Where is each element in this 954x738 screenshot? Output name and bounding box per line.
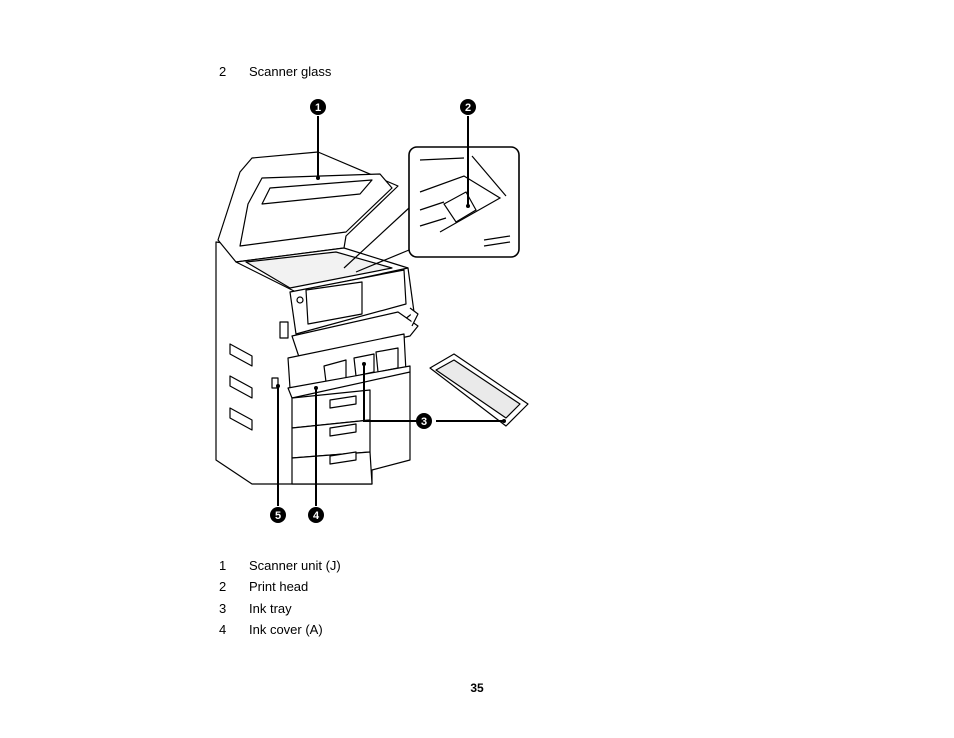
- svg-text:5: 5: [275, 510, 281, 522]
- printer-illustration: 1 2 3 4 5: [215, 99, 529, 523]
- top-item-number: 2: [219, 64, 227, 79]
- svg-text:2: 2: [465, 102, 471, 114]
- callout-2: 2: [460, 99, 476, 115]
- legend-number: 2: [219, 579, 227, 594]
- legend-number: 4: [219, 622, 227, 637]
- callout-4: 4: [308, 507, 324, 523]
- callout-5: 5: [270, 507, 286, 523]
- page-number: 35: [470, 681, 484, 695]
- legend-number: 3: [219, 601, 227, 616]
- legend-label: Scanner unit (J): [249, 558, 341, 573]
- leader-dots: [276, 176, 506, 423]
- legend-label: Ink cover (A): [249, 622, 323, 637]
- callout-leaders: [277, 116, 504, 506]
- legend-label: Print head: [249, 579, 309, 594]
- callout-3: 3: [416, 413, 432, 429]
- inset-detail: [343, 146, 520, 273]
- legend-number: 1: [219, 558, 227, 573]
- svg-text:1: 1: [315, 102, 321, 114]
- svg-text:3: 3: [421, 416, 427, 428]
- svg-text:4: 4: [313, 510, 320, 522]
- legend-label: Ink tray: [249, 601, 292, 616]
- display-screen: [305, 281, 363, 325]
- ink-cover-a: [287, 365, 411, 399]
- ink-tray-illustration: [429, 353, 529, 427]
- callout-1: 1: [310, 99, 326, 115]
- top-item-label: Scanner glass: [249, 64, 332, 79]
